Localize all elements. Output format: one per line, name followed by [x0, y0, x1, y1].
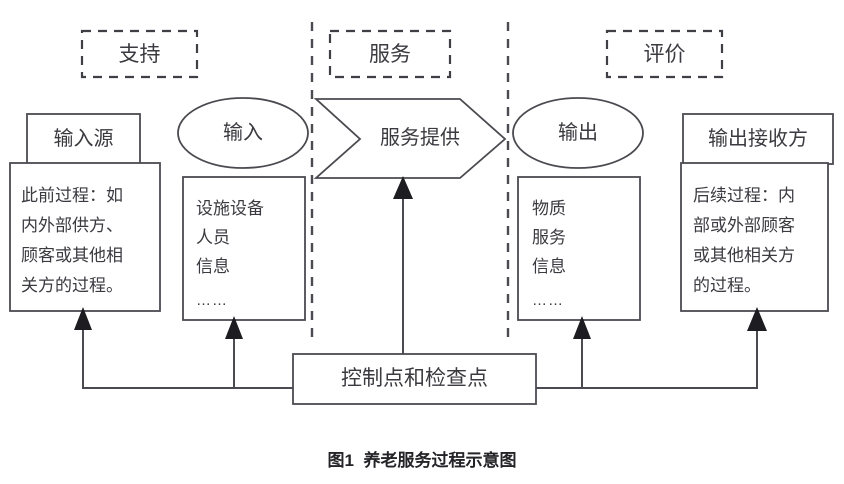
connector-to-output	[536, 334, 583, 389]
input-line-2: 人员	[196, 228, 230, 247]
connector-to-output-receiver	[536, 325, 758, 389]
arrow-into-output-receiver	[747, 307, 767, 331]
output-receiver-line-4: 的过程。	[693, 276, 761, 295]
input-source-body-box	[9, 162, 161, 312]
control-point-label: 控制点和检查点	[341, 367, 488, 390]
arrow-into-input	[225, 316, 243, 339]
figure-caption: 图1 养老服务过程示意图	[327, 451, 517, 470]
arrow-into-service-provision	[393, 176, 413, 199]
output-header: 输出	[558, 122, 598, 144]
output-line-1: 物质	[532, 199, 566, 218]
output-receiver-header-box	[682, 113, 834, 165]
control-point-box	[292, 353, 537, 405]
input-line-3: 信息	[196, 257, 230, 276]
input-source-line-1: 此前过程：如	[21, 186, 123, 205]
band-box-service	[328, 29, 452, 79]
input-ellipse	[177, 97, 309, 169]
arrow-into-output	[573, 316, 591, 339]
input-source-line-2: 内外部供方、	[21, 216, 123, 235]
output-ellipse	[512, 97, 644, 169]
input-line-1: 设施设备	[196, 199, 264, 218]
input-line-4: ……	[196, 292, 228, 309]
output-receiver-line-2: 部或外部顾客	[693, 216, 795, 235]
output-receiver-body-box	[680, 162, 829, 312]
output-receiver-line-1: 后续过程：内	[693, 186, 795, 205]
input-source-header-box	[26, 113, 141, 165]
output-receiver-header: 输出接收方	[708, 128, 808, 150]
arrow-into-input-source	[74, 307, 92, 330]
input-body-box	[182, 176, 306, 321]
band-label-support: 支持	[118, 43, 161, 66]
output-line-4: ……	[532, 292, 564, 309]
input-source-line-4: 关方的过程。	[21, 276, 123, 295]
output-line-2: 服务	[532, 228, 566, 247]
output-line-3: 信息	[532, 257, 566, 276]
output-receiver-line-3: 或其他相关方	[693, 246, 795, 265]
input-source-header: 输入源	[53, 128, 114, 150]
input-source-line-3: 顾客或其他相	[21, 246, 123, 265]
band-label-evaluation: 评价	[643, 43, 686, 66]
service-provision-label: 服务提供	[380, 127, 460, 149]
connector-to-input-source	[82, 325, 293, 389]
output-body-box	[517, 176, 641, 321]
service-provision-chevron	[313, 98, 507, 179]
band-label-service: 服务	[369, 43, 411, 66]
input-header: 输入	[223, 122, 263, 144]
